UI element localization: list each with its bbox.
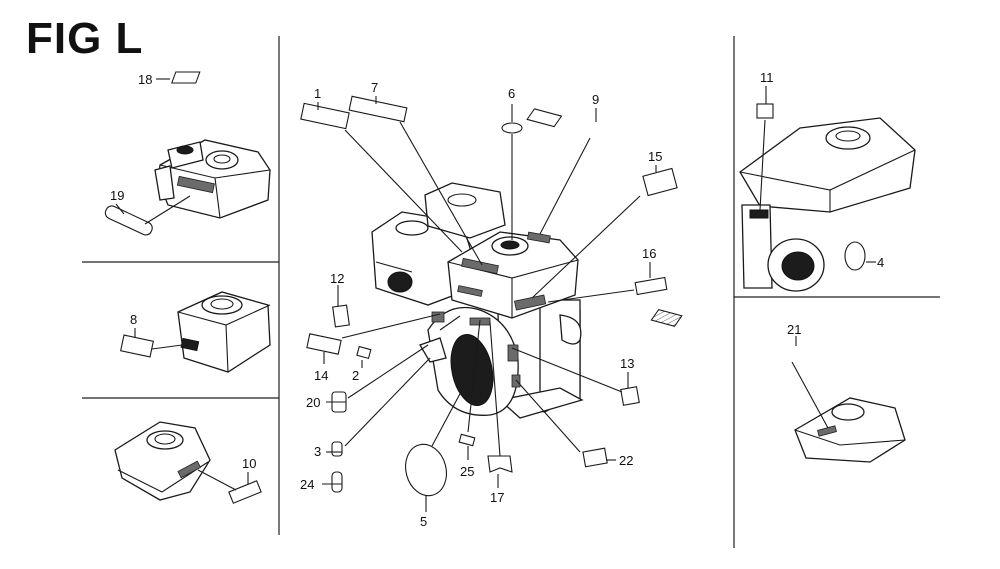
label-part-12 bbox=[332, 304, 350, 328]
label-part-19 bbox=[104, 205, 153, 236]
label-part-6 bbox=[501, 122, 523, 134]
callout-numbers: 1 2 3 4 5 6 7 8 9 10 11 12 13 14 15 16 1… bbox=[110, 70, 884, 529]
panel-dividers bbox=[82, 36, 940, 548]
label-part-4 bbox=[844, 241, 866, 271]
label-part-24 bbox=[331, 471, 343, 493]
tank-view-11-4 bbox=[739, 86, 916, 292]
tank-view-21 bbox=[650, 308, 906, 463]
callout-11: 11 bbox=[760, 70, 774, 85]
label-part-14 bbox=[306, 333, 342, 355]
tank-view-18-19 bbox=[104, 71, 271, 236]
callout-13: 13 bbox=[620, 356, 634, 371]
label-part-2 bbox=[356, 345, 372, 360]
callout-19: 19 bbox=[110, 188, 124, 203]
tank-view-8 bbox=[120, 291, 271, 373]
engine-assembly bbox=[371, 182, 584, 419]
label-part-21 bbox=[650, 308, 683, 327]
label-part-22 bbox=[582, 447, 608, 468]
callout-12: 12 bbox=[330, 271, 344, 286]
callout-14: 14 bbox=[314, 368, 328, 383]
label-part-25 bbox=[458, 433, 476, 447]
label-part-15 bbox=[642, 167, 678, 197]
label-part-5 bbox=[404, 443, 448, 497]
label-part-13 bbox=[620, 386, 640, 406]
callout-22: 22 bbox=[619, 453, 633, 468]
label-part-11 bbox=[756, 103, 774, 119]
label-part-9 bbox=[526, 108, 563, 128]
callout-20: 20 bbox=[306, 395, 320, 410]
callout-6: 6 bbox=[508, 86, 515, 101]
label-part-17 bbox=[487, 455, 513, 473]
callout-18: 18 bbox=[138, 72, 152, 87]
tank-view-10 bbox=[114, 421, 262, 504]
callout-4: 4 bbox=[877, 255, 884, 270]
callout-15: 15 bbox=[648, 149, 662, 164]
callout-1: 1 bbox=[314, 86, 321, 101]
callout-16: 16 bbox=[642, 246, 656, 261]
label-part-18 bbox=[171, 71, 201, 84]
label-part-1 bbox=[300, 102, 350, 130]
label-part-3 bbox=[331, 441, 343, 457]
callout-9: 9 bbox=[592, 92, 599, 107]
label-part-7 bbox=[348, 95, 408, 123]
callout-21: 21 bbox=[787, 322, 801, 337]
callout-17: 17 bbox=[490, 490, 504, 505]
leader-lines bbox=[317, 96, 657, 512]
callout-3: 3 bbox=[314, 444, 321, 459]
callout-5: 5 bbox=[420, 514, 427, 529]
label-part-8 bbox=[120, 334, 154, 358]
callout-8: 8 bbox=[130, 312, 137, 327]
callout-10: 10 bbox=[242, 456, 256, 471]
label-part-16 bbox=[634, 276, 668, 296]
callout-24: 24 bbox=[300, 477, 314, 492]
callout-25: 25 bbox=[460, 464, 474, 479]
callout-7: 7 bbox=[371, 80, 378, 95]
figure-title: FIG L bbox=[26, 14, 144, 63]
callout-2: 2 bbox=[352, 368, 359, 383]
label-part-10 bbox=[228, 480, 262, 504]
